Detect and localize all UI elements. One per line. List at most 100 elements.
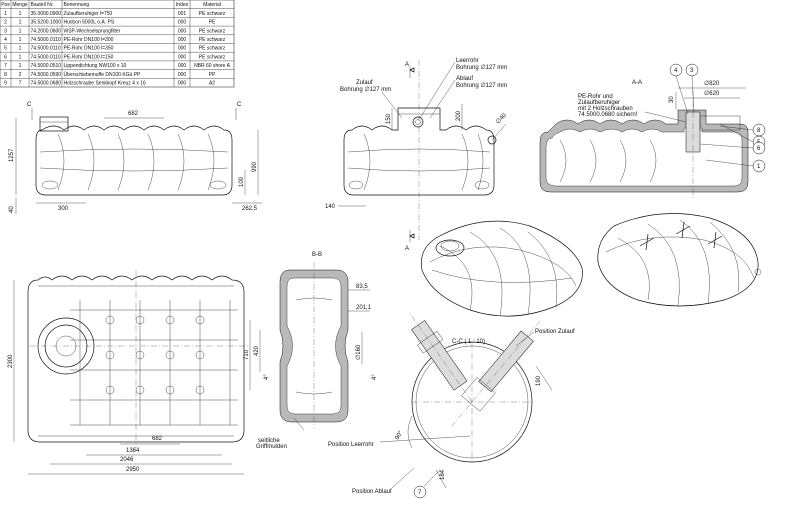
balloon-1 xyxy=(752,159,766,173)
bom-cell: 7 xyxy=(4,63,7,69)
dim-plan-1364: 1364 xyxy=(126,448,140,454)
dim-plan-2950: 2950 xyxy=(126,467,140,473)
section-b-b: B-B 83,5 201,1 ∅160 4° 4° seitliche Grif… xyxy=(256,252,378,450)
dim-bb-angle-right: 4° xyxy=(372,374,378,380)
balloon-1-label: 1 xyxy=(757,164,761,170)
bom-cell: 1 xyxy=(4,11,7,17)
label-position-zulauf: Position Zulauf xyxy=(535,329,575,335)
bom-cell: Hudson 5000L o.A. PS xyxy=(64,20,115,26)
bom-cell: 1 xyxy=(19,11,22,17)
bom-cell: 74.5000.0680 xyxy=(31,81,62,87)
bb-note-line1: seitliche xyxy=(258,438,280,444)
bom-cell: PE xyxy=(209,20,216,26)
dim-cc-90deg: 90° xyxy=(395,430,405,441)
bom-header-cell: Benennung xyxy=(64,2,90,8)
dim-front-1257: 1257 xyxy=(9,148,15,162)
bom-cell: 74.5000.0110 xyxy=(31,37,61,43)
label-leerrohr-bore: Bohrung ∅127 mm xyxy=(456,64,507,71)
bom-cell: 000 xyxy=(178,81,187,87)
label-ablauf-bore: Bohrung ∅127 mm xyxy=(456,82,507,89)
bom-cell: 000 xyxy=(178,63,187,69)
dim-front-100: 100 xyxy=(239,176,245,187)
inlet-pipe xyxy=(451,319,542,427)
plan-view: 2300 710 420 682 1364 2046 2950 xyxy=(8,270,261,475)
bom-cell: A2 xyxy=(209,81,215,87)
section-mark-c-right: C xyxy=(237,102,242,108)
bom-cell: PE schwarz xyxy=(199,54,226,60)
bom-cell: 74.5000.0510 xyxy=(31,63,62,69)
balloon-3 xyxy=(685,63,699,77)
label-zulauf: Zulauf xyxy=(356,80,373,86)
dim-plan-682: 682 xyxy=(152,436,163,442)
section-mark-a-top: A xyxy=(405,62,409,68)
label-zulauf-bore: Bohrung ∅127 mm xyxy=(340,86,391,93)
dim-front-682: 682 xyxy=(128,111,139,117)
bb-note-line2: Griffmulden xyxy=(256,444,287,450)
balloon-4 xyxy=(669,63,683,77)
bom-cell: 74.5000.0110 xyxy=(31,54,61,60)
bom-header-cell: Material xyxy=(203,2,221,8)
balloon-4-label: 4 xyxy=(674,68,678,74)
bom-cell: 1 xyxy=(19,20,22,26)
section-bb-title: B-B xyxy=(312,252,322,258)
label-position-leerrohr: Position Leerrohr xyxy=(328,442,374,448)
side-view: A A Leerrohr Bohrung ∅127 mm Zulauf Bohr… xyxy=(325,58,508,252)
bom-header-cell: Bauteil Nr. xyxy=(31,2,54,8)
section-c-c: C-C ( 1 : 10) Position Zulauf Position L… xyxy=(328,313,575,499)
dim-side-d40: ∅40 xyxy=(494,112,508,126)
section-aa-title: A-A xyxy=(632,80,642,86)
bom-cell: 000 xyxy=(178,54,187,60)
dim-side-150: 150 xyxy=(386,113,392,124)
balloon-8-label: 8 xyxy=(757,128,761,134)
dim-plan-420: 420 xyxy=(254,345,260,356)
section-a-a: A-A ∅820 ∅620 30 PE-Rohr und Zulaufberuh… xyxy=(539,63,766,198)
dim-aa-30: 30 xyxy=(669,96,675,103)
dim-cc-190: 190 xyxy=(536,375,542,386)
aa-note-line2: Zulaufberuhiger xyxy=(578,100,620,106)
bom-cell: NBR 60 shore A xyxy=(194,63,231,69)
bom-cell: 1 xyxy=(19,54,22,60)
bom-cell: 001 xyxy=(178,11,187,17)
dim-bb-d160: ∅160 xyxy=(355,344,362,360)
dim-plan-710: 710 xyxy=(244,349,250,360)
bom-cell: PE schwarz xyxy=(199,28,226,34)
dim-bb-83-5: 83,5 xyxy=(356,284,368,290)
bom-cell: 9 xyxy=(4,81,7,87)
bom-cell: 6 xyxy=(4,54,7,60)
isometric-view-left xyxy=(420,220,583,317)
label-ablauf: Ablauf xyxy=(456,76,473,82)
balloon-3-label: 3 xyxy=(690,68,694,74)
bom-cell: Überschiebemuffe DN100 KGü PP xyxy=(64,71,142,78)
bom-cell: 8 xyxy=(4,72,7,78)
dim-front-262-5: 262,5 xyxy=(242,206,258,212)
bom-cell: 3 xyxy=(4,28,7,34)
dim-front-300: 300 xyxy=(58,206,69,212)
dim-aa-d820: ∅820 xyxy=(704,80,720,87)
bom-cell: 000 xyxy=(178,46,187,52)
bom-cell: 1 xyxy=(19,63,22,69)
dim-plan-2300: 2300 xyxy=(8,354,14,368)
plan-rib-grid xyxy=(70,300,238,426)
bom-cell: 74.5000.0110 xyxy=(31,46,61,52)
section-mark-a-bottom: A xyxy=(405,246,409,252)
balloon-6-label: 6 xyxy=(757,146,761,152)
bom-cell: 1 xyxy=(19,37,22,43)
bom-cell: Zulaufberuhiger l=750 xyxy=(64,11,113,17)
label-position-ablauf: Position Ablauf xyxy=(352,489,392,495)
bom-cell: PE schwarz xyxy=(199,37,226,43)
balloon-7 xyxy=(413,485,427,499)
aa-note-line3: mit 2 Holzschrauben xyxy=(578,106,633,112)
label-leerrohr: Leerrohr xyxy=(456,58,479,64)
bom-cell: 4 xyxy=(4,37,7,43)
dim-aa-d620: ∅620 xyxy=(704,90,720,97)
dim-cc-184: 184 xyxy=(440,469,446,480)
front-view: C C 682 1257 990 100 40 300 262,5 xyxy=(9,102,262,214)
bom-cell: PP xyxy=(209,72,216,78)
bom-cell: Holzschraube Senkkopf Kreuz 4 x 16 xyxy=(64,81,146,87)
balloon-6 xyxy=(752,141,766,155)
dim-front-990: 990 xyxy=(252,161,258,172)
bom-cell: 000 xyxy=(178,37,187,43)
bom-header-cell: Index xyxy=(176,2,189,8)
